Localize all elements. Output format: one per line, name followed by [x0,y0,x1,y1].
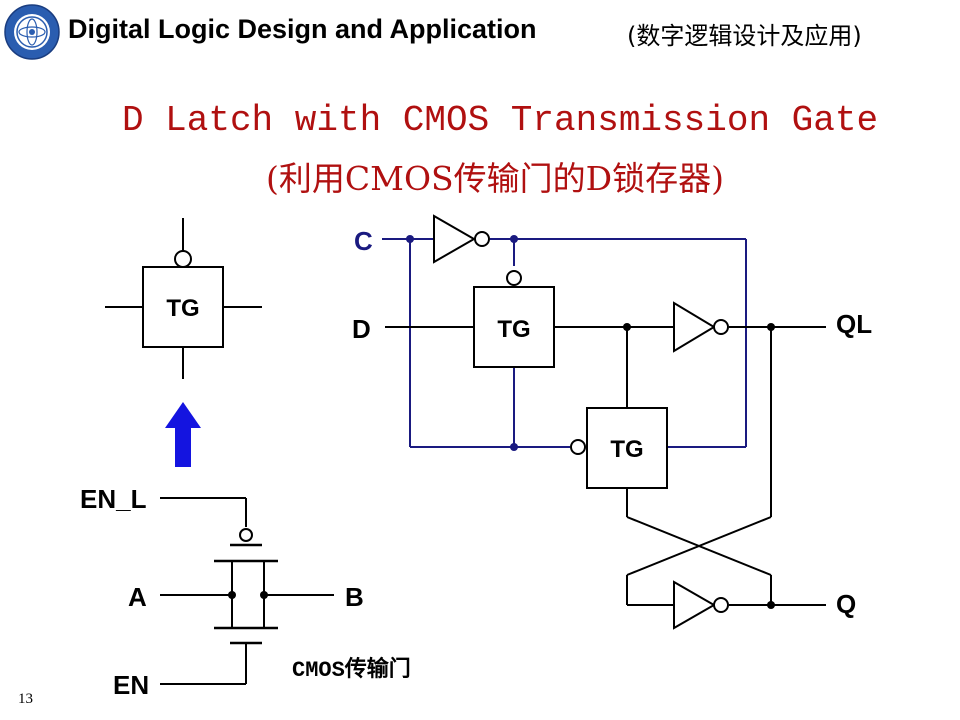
tg2-label: TG [610,436,643,463]
slide-title: D Latch with CMOS Transmission Gate [121,100,879,141]
c-label: C [354,226,373,256]
course-subtitle: (数字逻辑设计及应用) [627,22,862,50]
cmos-tg-schematic: EN_L A B EN CMOS传输门 [80,484,411,700]
b-label: B [345,582,364,612]
tg-symbol-label: TG [166,295,199,322]
up-arrow-icon [165,402,201,467]
tg-symbol: TG [105,218,262,379]
cmos-tg-caption: CMOS传输门 [292,656,411,683]
tg1-bubble [506,270,522,286]
tg1: TG [473,270,555,368]
tg1-label: TG [497,316,530,343]
course-title: Digital Logic Design and Application [68,14,537,44]
pmos-gate-bubble [239,528,253,542]
d-latch-circuit: TG TG C D QL Q [352,214,872,630]
ql-label: QL [836,309,872,339]
inverter-c [433,214,490,264]
page-number: 13 [18,691,33,707]
inverter-ql [673,301,729,353]
tg2: TG [570,407,668,489]
d-label: D [352,314,371,344]
en-label: EN [113,670,149,700]
tg-symbol-box [142,266,224,348]
q-label: Q [836,589,856,619]
slide-subtitle: (利用CMOS传输门的D锁存器) [266,159,724,198]
university-logo [4,4,60,60]
tg-symbol-bubble [174,250,192,268]
en-l-label: EN_L [80,484,147,514]
a-label: A [128,582,147,612]
inverter-q [673,580,729,630]
tg2-bubble [570,439,586,455]
